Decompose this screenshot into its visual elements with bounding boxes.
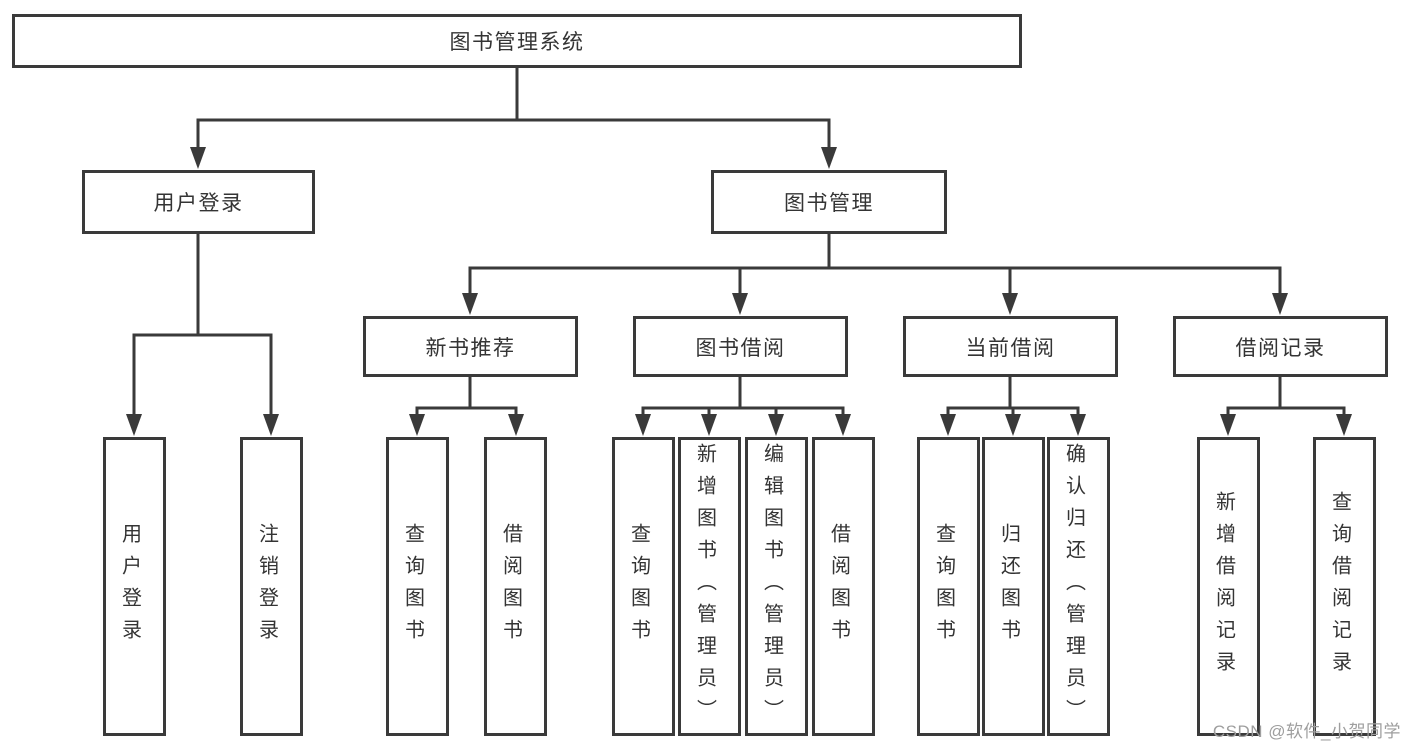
node-book-management-label: 图书管理 [784,192,874,215]
node-root-label: 图书管理系统 [449,31,585,54]
leaf-add-borrow-record-label: 新增借阅记录 [1212,490,1235,683]
leaf-logout-label: 注销登录 [255,522,278,651]
node-new-book-recommend: 新书推荐 [363,316,578,377]
leaf-query-borrow-record-label: 查询借阅记录 [1328,490,1351,683]
leaf-return-book-label: 归还图书 [997,522,1020,651]
leaf-query-book-recommend: 查询图书 [386,437,449,736]
leaf-query-book-current-label: 查询图书 [932,522,955,651]
leaf-user-login-label: 用户登录 [118,522,141,651]
node-book-borrow: 图书借阅 [633,316,848,377]
node-root: 图书管理系统 [12,14,1022,68]
leaf-query-borrow-record: 查询借阅记录 [1313,437,1376,736]
leaf-add-book-admin-label: 新增图书（管理员） [693,442,716,731]
node-user-login-label: 用户登录 [153,192,244,215]
leaf-confirm-return-admin: 确认归还（管理员） [1047,437,1110,736]
node-book-borrow-label: 图书借阅 [695,336,786,360]
leaf-borrow-book-recommend: 借阅图书 [484,437,547,736]
csdn-watermark: CSDN @软件_小贺同学 [1212,722,1401,741]
leaf-borrow-book-label: 借阅图书 [827,522,850,651]
leaf-add-book-admin: 新增图书（管理员） [678,437,741,736]
leaf-confirm-return-admin-label: 确认归还（管理员） [1062,442,1085,731]
leaf-query-book-current: 查询图书 [917,437,980,736]
leaf-query-book-borrow-label: 查询图书 [627,522,650,651]
leaf-borrow-book: 借阅图书 [812,437,875,736]
leaf-logout: 注销登录 [240,437,303,736]
node-borrow-records-label: 借阅记录 [1235,336,1326,360]
node-book-management: 图书管理 [711,170,947,234]
leaf-query-book-recommend-label: 查询图书 [401,522,424,651]
leaf-return-book: 归还图书 [982,437,1045,736]
arrowheads [126,147,1352,436]
node-current-borrow-label: 当前借阅 [965,336,1056,360]
leaf-edit-book-admin: 编辑图书（管理员） [745,437,808,736]
leaf-query-book-borrow: 查询图书 [612,437,675,736]
leaf-borrow-book-recommend-label: 借阅图书 [499,522,522,651]
leaf-add-borrow-record: 新增借阅记录 [1197,437,1260,736]
node-new-book-recommend-label: 新书推荐 [425,336,516,360]
leaf-edit-book-admin-label: 编辑图书（管理员） [760,442,783,731]
node-current-borrow: 当前借阅 [903,316,1118,377]
node-borrow-records: 借阅记录 [1173,316,1388,377]
leaf-user-login: 用户登录 [103,437,166,736]
node-user-login: 用户登录 [82,170,315,234]
